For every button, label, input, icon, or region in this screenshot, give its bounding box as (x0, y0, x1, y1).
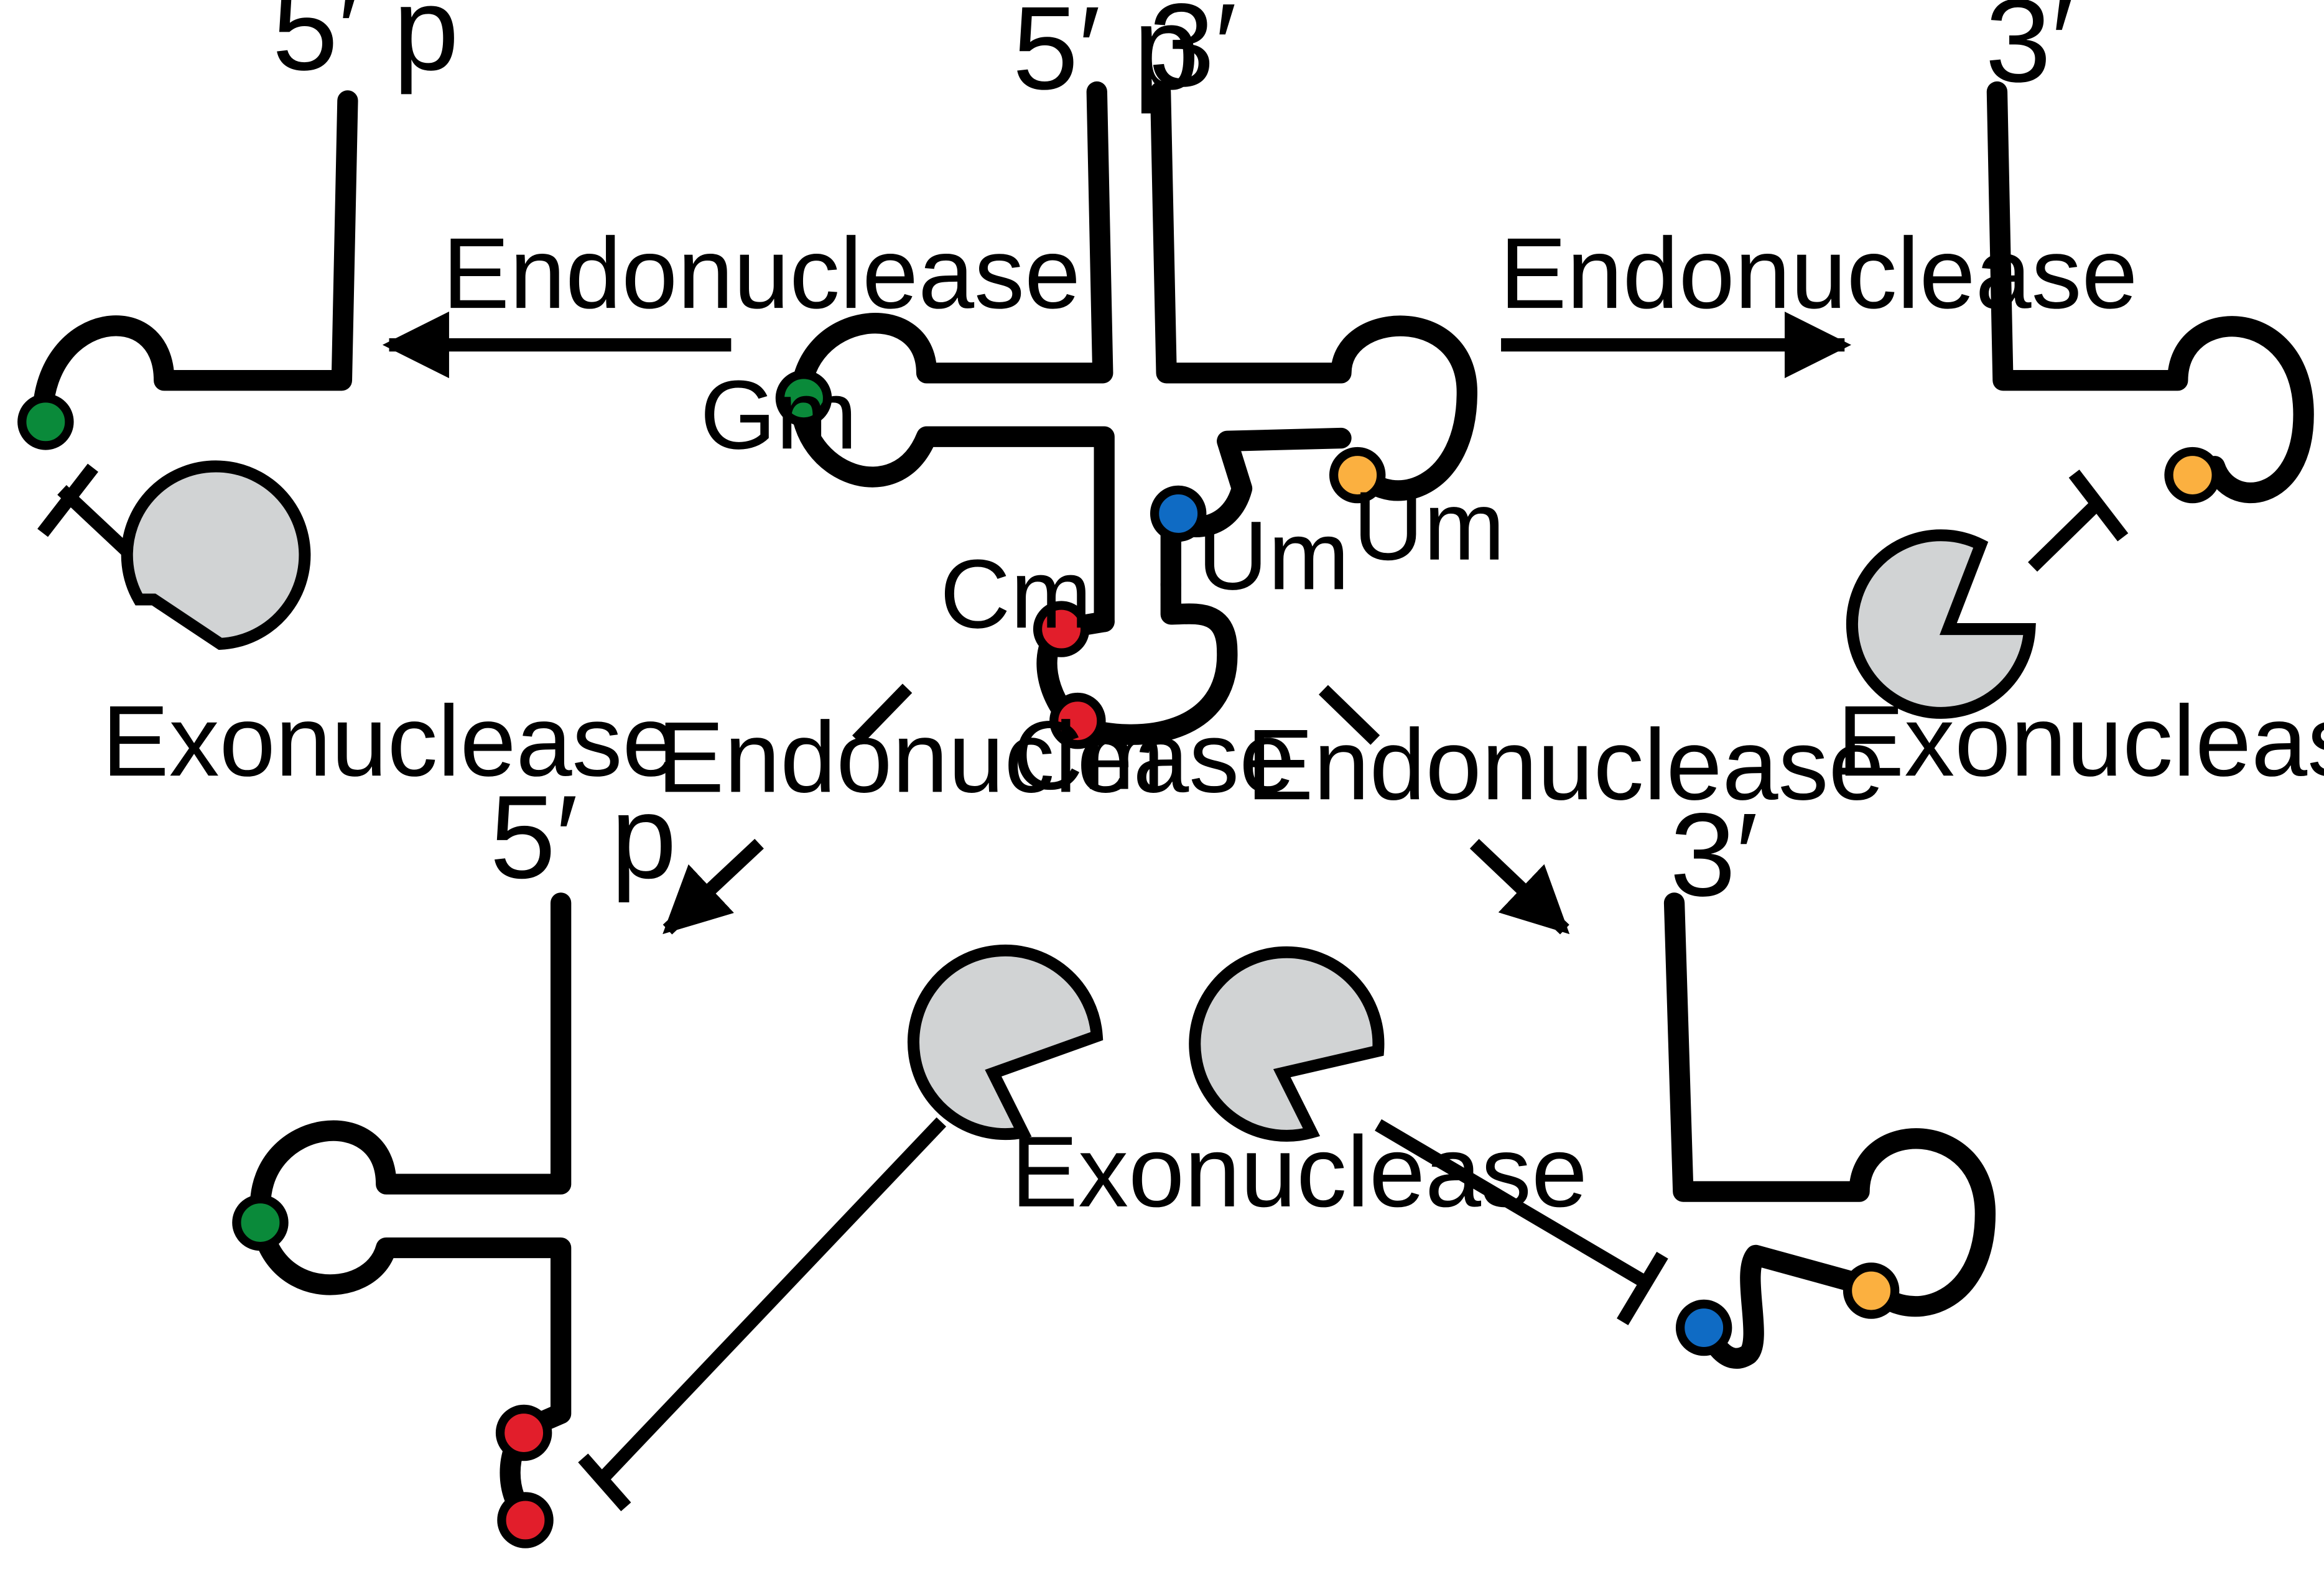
arrow-down-right-tail (1318, 685, 1380, 745)
center-anticodon-loop (1036, 574, 1238, 745)
br-three-prime-label: 3′ (1670, 789, 1758, 921)
center-three-prime-label: 3′ (1149, 0, 1237, 111)
tr-exonuclease-label: Exonuclease (1837, 685, 2324, 797)
um-nucleotide-orange (1329, 447, 1386, 504)
tl-exonuclease-label: Exonuclease (102, 685, 679, 797)
arrow-down-left (662, 838, 764, 935)
endonuclease-label-right: Endonuclease (1500, 217, 2138, 330)
um-label-orange: Um (1353, 472, 1505, 581)
bc-exonuclease-icon-left (907, 944, 1104, 1141)
tr-strand (1986, 81, 2314, 504)
bc-exonuclease-icon-right (1189, 946, 1385, 1142)
br-inhibition-bar (1617, 1251, 1668, 1326)
bl-five-prime-label: 5′ p (490, 771, 676, 903)
tl-gm-nucleotide (17, 394, 74, 450)
exonuclease-center: Exonuclease (907, 944, 1587, 1228)
br-strand (1663, 892, 1996, 1369)
bl-cm-nucleotide-lower (497, 1492, 554, 1548)
center-three-prime-strand (1150, 81, 1477, 501)
tr-exonuclease-icon (1846, 529, 2036, 719)
endonuclease-label-left: Endonuclease (442, 217, 1081, 330)
bl-inhibition-bar (578, 1453, 631, 1512)
cm-label-upper: Cm (940, 540, 1092, 649)
um-nucleotide-blue (1150, 485, 1207, 542)
cm-label-lower: Cm (1013, 701, 1164, 810)
tr-inhibition-bar (2068, 470, 2129, 542)
bl-inhibition-line (596, 1117, 947, 1485)
tr-um-nucleotide (2164, 447, 2221, 504)
br-um-nucleotide-orange (1843, 1262, 1900, 1319)
tr-inhibition-line (2028, 495, 2106, 572)
center-five-prime-label: 5′ p (1013, 0, 1199, 114)
endonuclease-arrows: Endonuclease Endonuclease Endonuclease E… (382, 217, 2138, 935)
arrow-down-right (1469, 838, 1570, 935)
tr-three-prime-label: 3′ (1985, 0, 2073, 107)
endonuclease-label-down-left: Endonuclease (657, 701, 1295, 813)
tl-strand (32, 90, 358, 425)
gm-nucleotide (775, 370, 832, 427)
fragment-top-right: 3′ Exonuclease (1837, 0, 2324, 797)
cm-nucleotide-upper (1033, 601, 1090, 657)
bl-gm-nucleotide (232, 1194, 289, 1251)
arrow-down-left-tail (852, 683, 913, 745)
tl-exonuclease-icon (121, 460, 311, 650)
br-um-nucleotide-blue (1675, 1299, 1732, 1356)
cm-nucleotide-lower (1049, 692, 1106, 749)
um-label-blue: Um (1197, 501, 1349, 610)
bl-cm-nucleotide-upper (495, 1404, 552, 1461)
endonuclease-label-down-right: Endonuclease (1247, 708, 1885, 821)
tl-five-prime-label: 5′ p (272, 0, 459, 95)
fragment-bottom-right: 3′ (1375, 789, 1996, 1369)
br-inhibition-line (1375, 1119, 1648, 1288)
bc-exonuclease-label: Exonuclease (1011, 1116, 1587, 1228)
intact-trna: 5′ p 3′ Gm Cm Cm Um Um (700, 0, 1505, 810)
tl-inhibition-bar (37, 463, 98, 537)
fragment-top-left: 5′ p Exonuclease (17, 0, 679, 797)
fragment-bottom-left: 5′ p (232, 771, 947, 1548)
gm-label: Gm (700, 361, 857, 470)
